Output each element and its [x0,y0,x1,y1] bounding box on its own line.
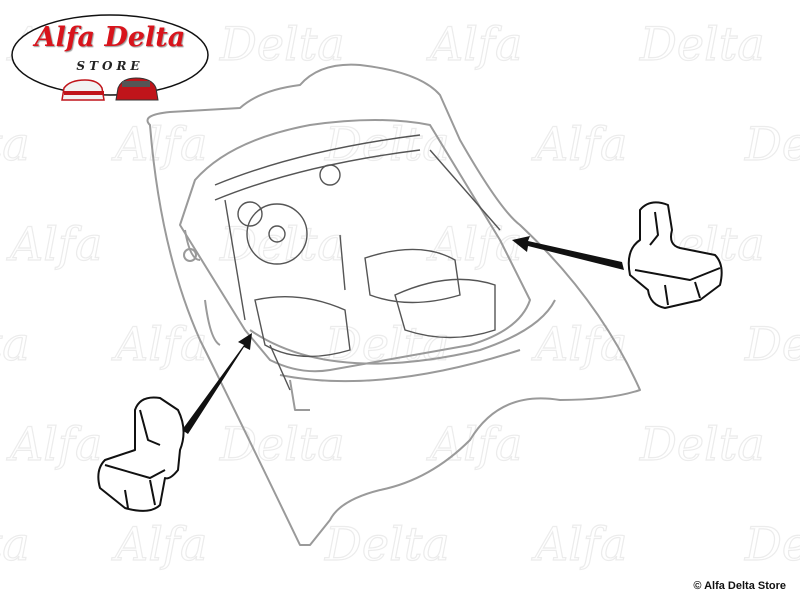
car-outline [146,63,641,546]
watermark-text: Alfa [111,517,207,571]
watermark-text: Delta [744,117,800,171]
watermark-text: Alfa [531,117,627,171]
store-logo[interactable]: Alfa Delta STORE [10,8,210,102]
watermark-text: Delta [639,417,765,471]
watermark-text: Alfa [111,317,207,371]
arrow-left [182,333,252,434]
logo-title: Alfa Delta [34,22,186,53]
arrow-right [512,236,624,270]
watermark-text: Alfa [531,317,627,371]
watermark-text: Delta [0,117,30,171]
watermark-text: Delta [0,517,30,571]
watermark-text: Delta [639,17,765,71]
arrows [182,236,624,434]
watermark-text: Alfa [426,17,522,71]
watermark-text: Delta [0,317,30,371]
watermark-text: Delta [744,317,800,371]
watermark-text: Alfa [111,117,207,171]
watermark-text: Alfa [531,517,627,571]
logo-subtitle: STORE [76,59,144,73]
clip-part-right [627,201,723,309]
watermark-text: Delta [219,17,345,71]
clip-part-left [97,396,185,512]
watermark-text: Delta [219,417,345,471]
copyright-notice: © Alfa Delta Store [693,580,786,592]
watermark-text: Alfa [6,217,102,271]
car-icon-white [61,79,105,101]
logo-ellipse [11,14,209,101]
watermark-text: Delta [219,217,345,271]
interior-lines [214,134,501,391]
watermark-text: Delta [324,517,450,571]
watermark-text: Alfa [426,417,522,471]
watermark-text: Alfa [426,217,522,271]
watermark-text: Delta [744,517,800,571]
watermark-text: Alfa [6,417,102,471]
car-icon-red [115,77,159,101]
